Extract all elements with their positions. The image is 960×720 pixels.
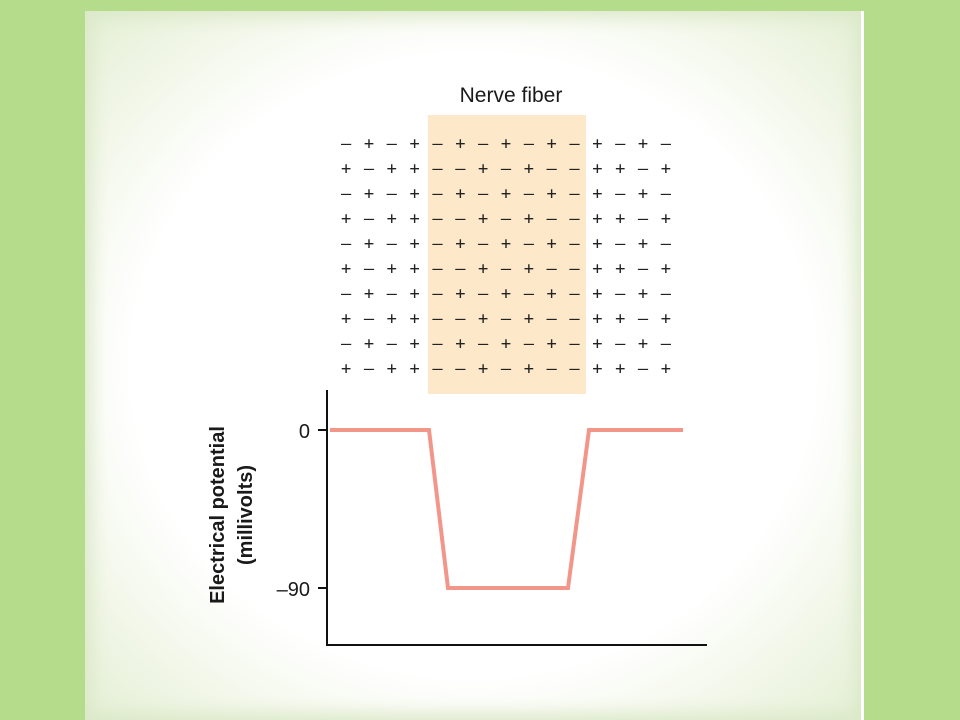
charge-row: +–++––+–+––++–+ (341, 209, 671, 229)
depolarized-region (428, 115, 586, 394)
charge-row: –+–+–+–+–+–+–+– (341, 334, 672, 354)
tick-label-0: 0 (299, 421, 310, 443)
y-axis-label: Electrical potential (millivolts) (207, 426, 257, 604)
charge-row: +–++––+–+––++–+ (341, 309, 671, 329)
charge-row: –+–+–+–+–+–+–+– (341, 184, 672, 204)
y-axis-label-line1: Electrical potential (207, 426, 229, 604)
charge-row: +–++––+–+––++–+ (341, 159, 671, 179)
charge-row: –+–+–+–+–+–+–+– (341, 134, 672, 154)
charge-row: –+–+–+–+–+–+–+– (341, 234, 672, 254)
tick-label-neg90: –90 (277, 579, 310, 601)
y-axis-label-line2: (millivolts) (235, 465, 257, 565)
charge-row: +–++––+–+––++–+ (341, 259, 671, 279)
potential-trace (330, 428, 683, 590)
slide-edge (861, 11, 864, 720)
charge-row: +–++––+–+––++–+ (341, 359, 671, 379)
charge-row: –+–+–+–+–+–+–+– (341, 284, 672, 304)
diagram-title: Nerve fiber (460, 84, 563, 107)
